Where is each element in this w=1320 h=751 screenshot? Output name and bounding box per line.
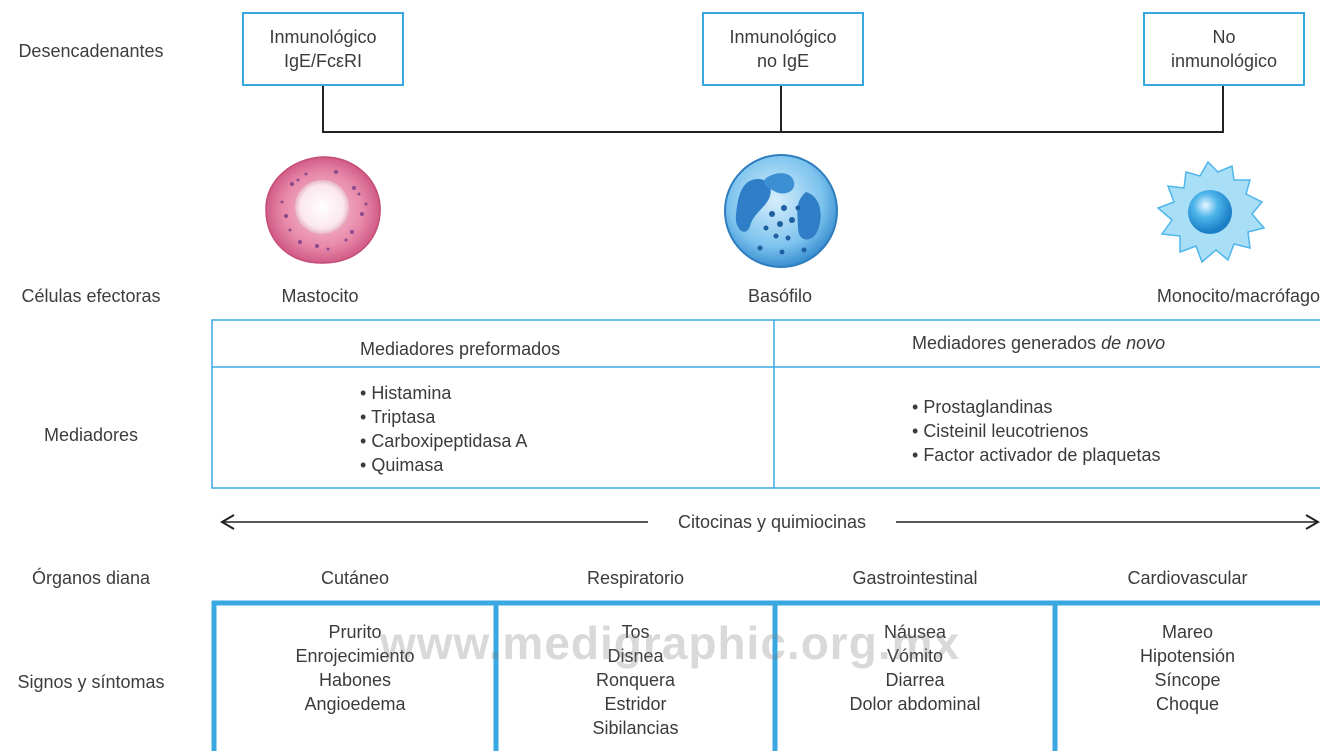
mediators-de-novo-title-emphasis: de novo [1101,333,1166,353]
list-item: • Carboxipeptidasa A [360,431,528,451]
mediators-de-novo-title-prefix: Mediadores generados [912,333,1102,353]
cell-name-mast: Mastocito [281,286,359,306]
list-item: Vómito [886,646,944,666]
list-item: Disnea [607,646,664,666]
mast-cell-icon [265,156,381,264]
organ-cardiovascular: Cardiovascular [1127,568,1248,588]
trigger-box-non-ige: Inmunológico no IgE [702,12,864,86]
row-label-signs: Signos y síntomas [17,672,165,692]
cytokines-label: Citocinas y quimiocinas [677,512,867,532]
list-item: • Quimasa [360,455,444,475]
list-item: Angioedema [304,694,406,714]
symptoms-respiratory: Tos Disnea Ronquera Estridor Sibilancias [496,620,775,740]
row-label-mediators: Mediadores [43,425,139,445]
trigger-ige-line1: Inmunológico [269,27,377,47]
list-item: • Histamina [360,383,452,403]
list-item: Ronquera [595,670,676,690]
organ-respiratory: Respiratorio [586,568,685,588]
trigger-box-ige: Inmunológico IgE/FcεRI [242,12,404,86]
organ-cutaneous: Cutáneo [320,568,390,588]
mediators-preformed-title: Mediadores preformados [360,339,561,359]
list-item: Estridor [604,694,667,714]
symptoms-cutaneous: Prurito Enrojecimiento Habones Angioedem… [214,620,496,716]
list-item: Choque [1155,694,1220,714]
list-item: • Triptasa [360,407,436,427]
trigger-non-ige-line2: no IgE [756,51,810,71]
cell-name-basophil: Basófilo [747,286,813,306]
list-item: Sibilancias [592,718,679,738]
monocyte-macrophage-icon [1156,160,1266,264]
list-item: Diarrea [885,670,945,690]
list-item: • Factor activador de plaquetas [912,445,1161,465]
list-item: Habones [318,670,392,690]
mediators-de-novo-list: • Prostaglandinas • Cisteinil leucotrien… [912,395,1160,467]
basophil-icon [724,154,838,268]
list-item: Enrojecimiento [295,646,415,666]
trigger-non-immunologic-line1: No [1212,27,1236,47]
list-item: Hipotensión [1139,646,1236,666]
trigger-non-immunologic-line2: inmunológico [1170,51,1278,71]
trigger-ige-line2: IgE/FcεRI [283,51,363,71]
mediators-preformed-list: • Histamina • Triptasa • Carboxipeptidas… [360,381,527,477]
list-item: Síncope [1154,670,1221,690]
trigger-box-non-immunologic: No inmunológico [1143,12,1305,86]
row-label-triggers: Desencadenantes [18,41,164,61]
mediators-de-novo-title: Mediadores generados de novo [912,333,1165,354]
row-label-effector-cells: Células efectoras [21,286,161,306]
list-item: Prurito [328,622,382,642]
list-item: Dolor abdominal [849,694,981,714]
organ-gastrointestinal: Gastrointestinal [852,568,978,588]
trigger-non-ige-line1: Inmunológico [729,27,837,47]
cell-name-monocyte: Monocito/macrófago [1156,286,1320,306]
symptoms-gastrointestinal: Náusea Vómito Diarrea Dolor abdominal [775,620,1055,716]
row-label-target-organs: Órganos diana [31,568,151,588]
list-item: • Cisteinil leucotrienos [912,421,1089,441]
list-item: Mareo [1161,622,1214,642]
list-item: • Prostaglandinas [912,397,1053,417]
list-item: Tos [621,622,650,642]
watermark: www.medigraphic.org.mx [380,617,961,669]
symptoms-cardiovascular: Mareo Hipotensión Síncope Choque [1055,620,1320,716]
list-item: Náusea [883,622,947,642]
